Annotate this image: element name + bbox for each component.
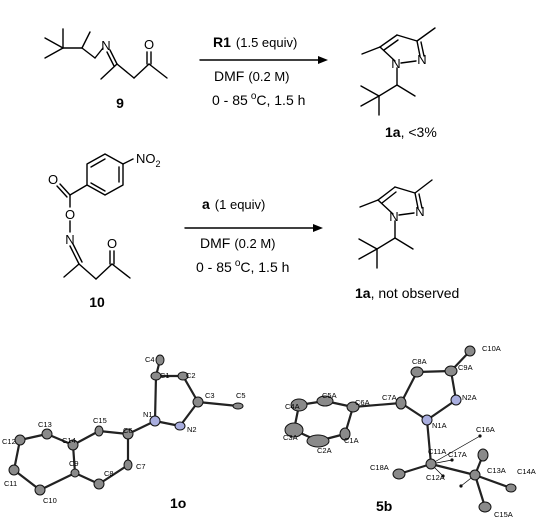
reaction-1-reagent: R1(1.5 equiv) [213,34,297,50]
crystal-structure-1o: C4 C1 C2 N1 C3 C5 C15 C6 N2 C13 C14 C12 … [2,354,246,511]
reaction-1-product-result: 1a, <3% [385,124,437,140]
atom-labels-1o: C4 C1 C2 N1 C3 C5 C15 C6 N2 C13 C14 C12 … [2,355,246,505]
atom-label-c15a: C15A [494,510,513,519]
atom-label-c7a: C7A [382,393,397,402]
reaction-2: NO2 O O N O 10 a(1 equiv) DMF(0.2 M) 0 -… [48,151,459,310]
atom-label-n2a: N2A [462,393,477,402]
crystal-5b-label: 5b [376,498,392,514]
atom-label-c12a: C12A [426,473,445,482]
atom-label-c2a: C2A [317,446,332,455]
reaction-1-solvent: DMF(0.2 M) [214,68,290,84]
atom-label-c3: C3 [205,391,215,400]
atom-label-c1a: C1A [344,436,359,445]
reactant-9-structure [44,28,168,80]
atom-label-c5a: C5A [322,391,337,400]
atom-label-c6: C6 [123,426,133,435]
atom-label-c6a: C6A [355,398,370,407]
atom-label-n1: N1 [143,410,153,419]
product-1a-structure-top [360,27,436,116]
oxime-nitrogen-label: N [65,232,74,247]
atom-label-c1: C1 [160,371,170,380]
reactant-9-label: 9 [116,95,124,111]
ketone-oxygen-label-2: O [107,236,117,251]
crystal-1o-label: 1o [170,495,186,511]
atom-label-c14: C14 [62,436,76,445]
atom-labels-5b: C10A C8A C9A C5A C7A N2A C4A C6A N1A C1A… [283,344,536,519]
pyrazole-n1-label-bottom: N [389,209,398,224]
atom-label-c9a: C9A [458,363,473,372]
atom-label-c10a: C10A [482,344,501,353]
atom-label-c13: C13 [38,420,52,429]
atom-label-n1a: N1A [432,421,447,430]
atom-label-c18a: C18A [370,463,389,472]
reaction-2-reagent: a(1 equiv) [202,196,265,212]
crystal-structure-5b: C10A C8A C9A C5A C7A N2A C4A C6A N1A C1A… [283,344,536,519]
pyrazole-n1-label-top: N [391,56,400,71]
reaction-2-arrowhead [313,224,323,232]
atom-label-c9: C9 [69,459,79,468]
atom-label-n2: N2 [187,425,197,434]
atom-label-c4: C4 [145,355,155,364]
atom-label-c2: C2 [186,371,196,380]
atom-label-c12: C12 [2,437,16,446]
reaction-2-solvent: DMF(0.2 M) [200,235,276,251]
pyrazole-n2-label-top: N [417,52,426,67]
reaction-1-arrowhead [318,56,328,64]
ester-oxygen-label: O [65,207,75,222]
atom-label-c11a: C11A [428,447,446,456]
atom-label-c17a: C17A [448,450,467,459]
atom-label-c15: C15 [93,416,107,425]
pyrazole-n2-label-bottom: N [415,204,424,219]
atom-label-c11: C11 [4,479,17,488]
atom-label-c8a: C8A [412,357,427,366]
ketone-oxygen-label: O [144,37,154,52]
atom-label-c4a: C4A [285,402,300,411]
atom-label-c7: C7 [136,462,146,471]
reaction-2-product-result: 1a, not observed [355,285,459,301]
atom-label-c5: C5 [236,391,246,400]
carbonyl-oxygen-label: O [48,172,58,187]
atom-label-c10: C10 [43,496,57,505]
atom-label-c3a: C3A [283,433,298,442]
reactant-10-label: 10 [89,294,105,310]
reactant-10-structure [56,153,134,280]
ortep-atoms-5b [284,345,517,513]
atom-label-c16a: C16A [476,425,495,434]
product-1a-structure-bottom [358,179,433,269]
imine-nitrogen-label: N [101,38,110,53]
nitro-group-label: NO2 [136,151,161,169]
ortep-atoms-1o [8,354,244,496]
atom-label-c13a: C13A [487,466,506,475]
atom-label-c8: C8 [104,469,114,478]
atom-label-c14a: C14A [517,467,536,476]
